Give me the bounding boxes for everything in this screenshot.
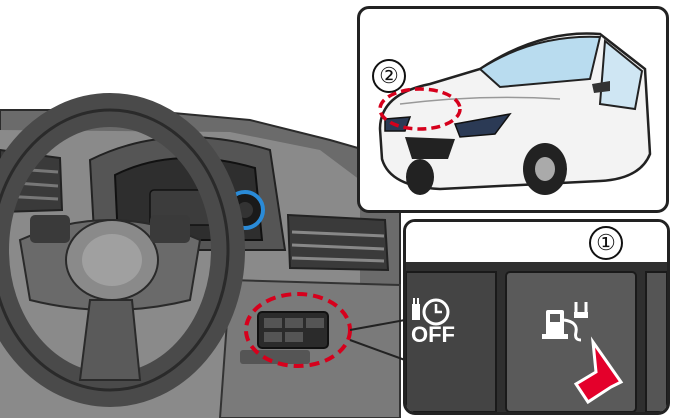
dash-switch-cluster [257,311,329,349]
callout-number-2: ② [372,59,406,93]
charge-port-highlight-ellipse [378,87,462,131]
car-illustration [378,32,652,195]
timer-off-label: OFF [411,322,455,347]
callout-number-1: ① [589,226,623,260]
switch-zoom-illustration [406,222,667,412]
plug-clock-icon [412,298,450,326]
press-arrow-icon [573,336,624,405]
charging-station-icon [542,302,588,342]
switch-zoom-panel: OFF ① [403,219,670,415]
car-front-panel: ② [357,6,669,213]
center-air-vent [286,213,390,272]
steering-wheel [0,93,245,407]
